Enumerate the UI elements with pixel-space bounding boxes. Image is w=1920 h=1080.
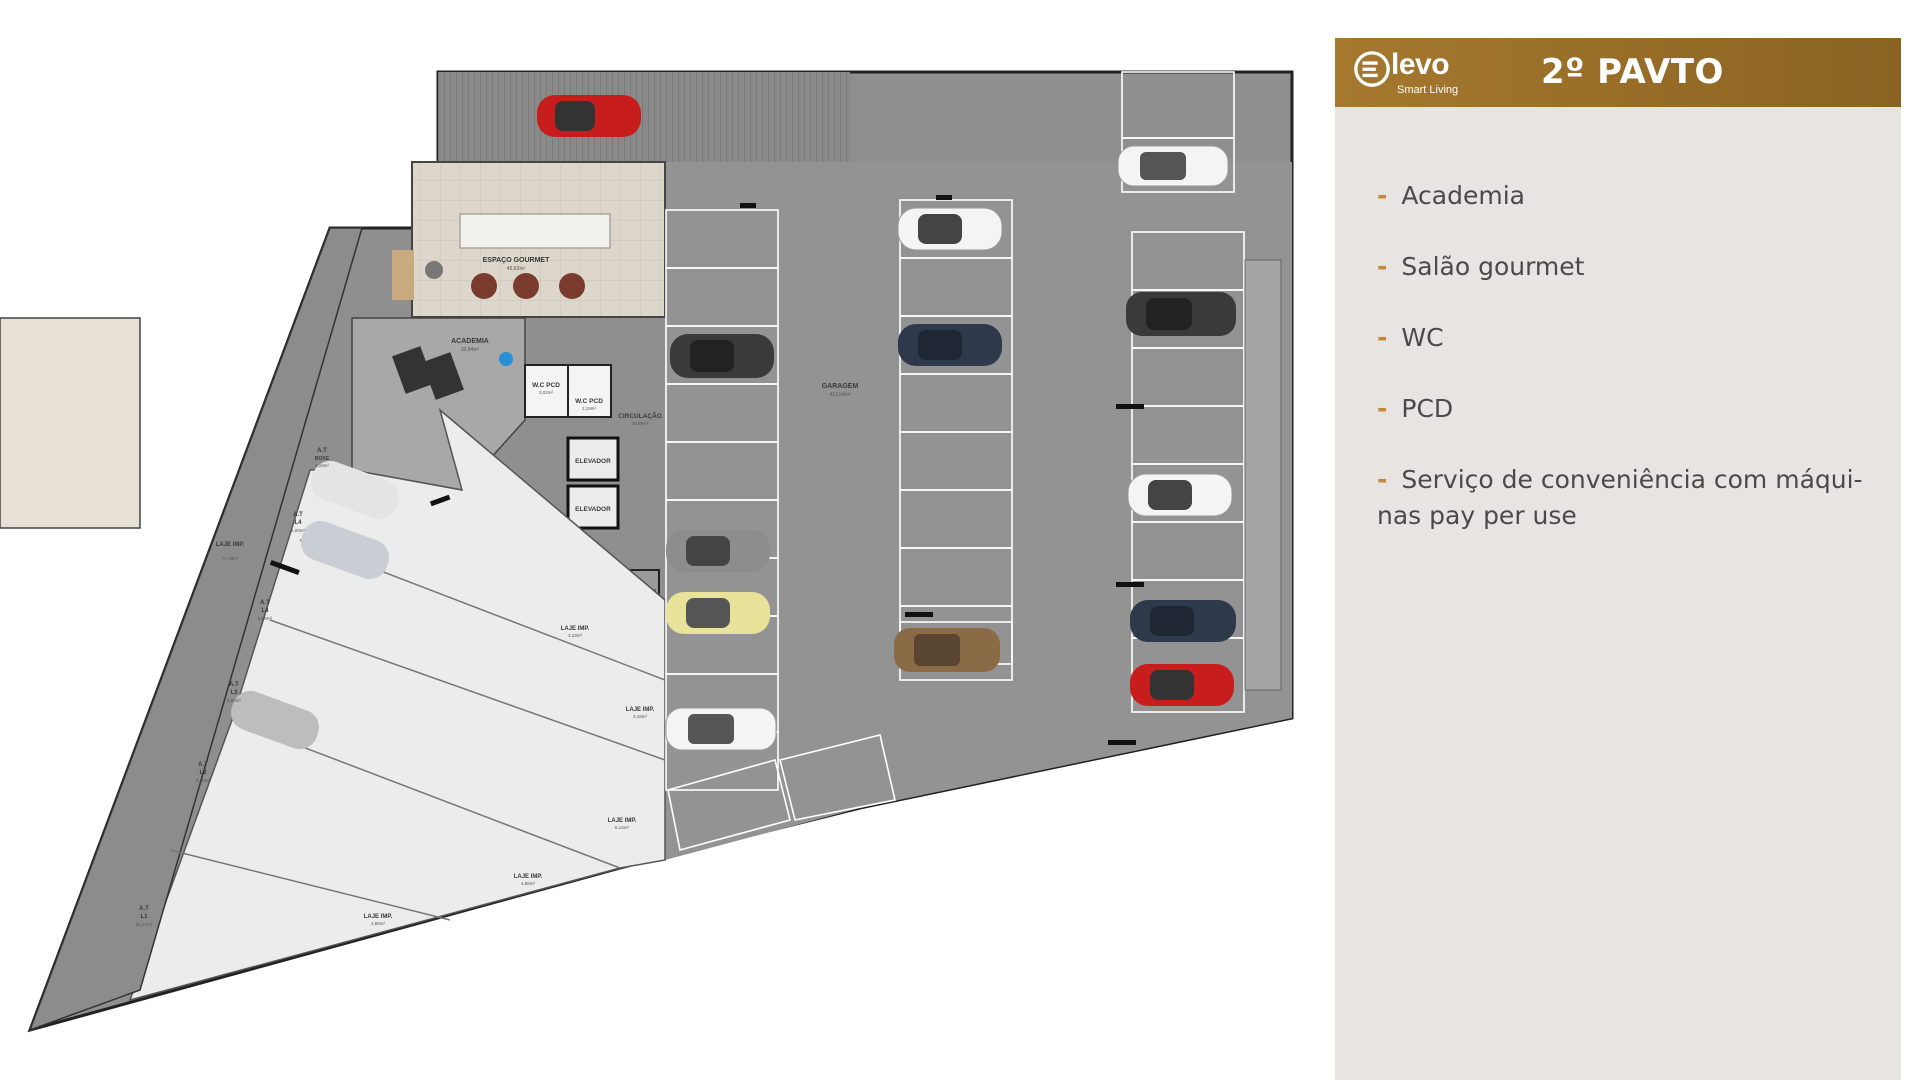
- feature-text: Salão gourmet: [1401, 252, 1585, 281]
- feature-text: Academia: [1401, 181, 1525, 210]
- label-circulacao-area: 30,89m²: [632, 421, 649, 426]
- label-at-l4b-sub: L4: [294, 520, 302, 526]
- label-at-l1-area: 20,17m²: [136, 922, 153, 927]
- label-academia: ACADEMIA: [451, 338, 489, 345]
- label-laje-imp-2-area: 3,33m²: [568, 633, 583, 638]
- label-at-l4a: A.T: [260, 600, 270, 606]
- wc-pcd-1: [524, 364, 569, 418]
- label-laje-imp-4-area: 6,14m²: [615, 825, 630, 830]
- panel-header: levo Smart Living 2º PAVTO: [1335, 38, 1901, 107]
- label-at-l3-sub: L3: [230, 690, 238, 696]
- floor-plan: ESPAÇO GOURMET 45,62m² ACADEMIA 33,94m² …: [0, 70, 1294, 1033]
- bullet-dash: -: [1377, 252, 1388, 281]
- feature-item: -Salão gourmet: [1377, 249, 1867, 285]
- feature-item: -Serviço de conveniência com máqui-nas p…: [1377, 462, 1867, 534]
- label-laje-imp-4: LAJE IMP.: [608, 818, 637, 824]
- feature-text: Serviço de conveniência com máqui-nas pa…: [1377, 465, 1863, 530]
- label-elevador-2: ELEVADOR: [575, 506, 611, 513]
- brand-name: levo: [1391, 48, 1450, 81]
- label-at-l1-sub: L1: [140, 914, 148, 920]
- label-espaco-gourmet: ESPAÇO GOURMET: [483, 257, 550, 264]
- right-strip: [1244, 259, 1282, 691]
- feature-text: PCD: [1401, 394, 1454, 423]
- label-laje-imp-2: LAJE IMP.: [561, 626, 590, 632]
- label-wc-pcd-1-area: 3,02m²: [539, 390, 554, 395]
- label-at-top: A.T: [317, 448, 327, 454]
- academy-equipment: [392, 346, 513, 400]
- bullet-dash: -: [1377, 323, 1388, 352]
- info-panel: levo Smart Living 2º PAVTO -Academia -Sa…: [1335, 38, 1901, 1080]
- label-at-l4b: A.T: [293, 512, 303, 518]
- label-laje-imp-5-area: 4,86m²: [521, 881, 536, 886]
- wc-pcd-2: [567, 364, 612, 418]
- cars: [230, 95, 1236, 751]
- elevator-1: [566, 436, 620, 482]
- left-slab: [128, 407, 666, 1002]
- elevator-2: [566, 484, 620, 530]
- ramp: [438, 72, 850, 162]
- bullet-dash: -: [1377, 394, 1388, 423]
- label-laje-imp-3: LAJE IMP.: [626, 707, 655, 713]
- circulation-area: [0, 317, 141, 529]
- bullet-dash: -: [1377, 181, 1388, 210]
- feature-item: -Academia: [1377, 178, 1867, 214]
- label-at-l2: A.T: [198, 762, 208, 768]
- gourmet-furniture: [392, 213, 611, 300]
- label-wc-pcd-2-area: 3,19m²: [582, 406, 597, 411]
- left-strip: [28, 227, 363, 1032]
- label-garagem-area: 413,54m²: [829, 392, 850, 398]
- label-at-l2-area: 5,00m²: [196, 778, 211, 783]
- label-at-l3: A.T: [229, 682, 239, 688]
- brand-tagline: Smart Living: [1397, 84, 1459, 96]
- label-laje-imp-1-area: 71,78m²: [222, 556, 239, 561]
- label-academia-area: 33,94m²: [461, 347, 480, 353]
- label-at-l4b-area: 5,00m²: [291, 528, 306, 533]
- label-garagem: GARAGEM: [822, 383, 859, 390]
- label-at-l4a-area: 5,00m²: [258, 616, 273, 621]
- brand-logo: levo Smart Living: [1353, 48, 1503, 98]
- label-laje-imp-3-area: 3,18m²: [633, 714, 648, 719]
- feature-item: -PCD: [1377, 391, 1867, 427]
- elevo-logo-icon: [1354, 51, 1390, 87]
- feature-item: -WC: [1377, 320, 1867, 356]
- label-laje-imp-5: LAJE IMP.: [514, 874, 543, 880]
- label-laje-imp-6-area: 4,86m²: [371, 921, 386, 926]
- label-elevador-1: ELEVADOR: [575, 458, 611, 465]
- label-at-top-area: 3,16m²: [315, 463, 330, 468]
- label-wc-pcd-2: W.C PCD: [575, 398, 603, 405]
- feature-text: WC: [1401, 323, 1444, 352]
- label-at-l4a-sub: L4: [261, 608, 269, 614]
- label-laje-imp-6: LAJE IMP.: [364, 914, 393, 920]
- bullet-dash: -: [1377, 465, 1388, 494]
- label-at-l2-sub: L2: [199, 770, 207, 776]
- label-at-l3-area: 5,00m²: [227, 698, 242, 703]
- label-laje-imp-1: LAJE IMP.: [216, 542, 245, 548]
- label-at-top-sub: BOXE: [315, 456, 330, 462]
- label-at-l1: A.T: [139, 906, 149, 912]
- label-circulacao: CIRCULAÇÃO: [618, 411, 662, 420]
- floor-title: 2º PAVTO: [1541, 52, 1724, 92]
- label-wc-pcd-1: W.C PCD: [532, 382, 560, 389]
- feature-list: -Academia -Salão gourmet -WC -PCD -Servi…: [1377, 178, 1867, 569]
- label-espaco-gourmet-area: 45,62m²: [507, 266, 526, 272]
